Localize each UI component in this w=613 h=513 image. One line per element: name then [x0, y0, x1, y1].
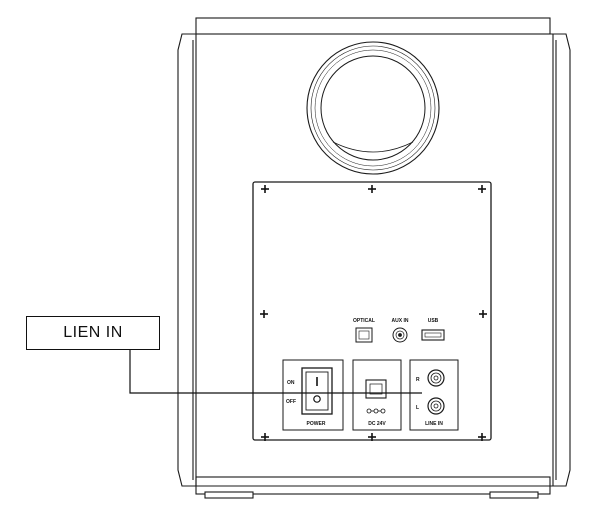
- left-foot: [204, 491, 254, 499]
- screw-icon: [368, 185, 376, 193]
- dc-label: DC 24V: [368, 421, 386, 427]
- line-in-r-label: R: [416, 377, 420, 383]
- usb-label: USB: [428, 318, 439, 324]
- plate-screws: [260, 185, 487, 441]
- screw-icon: [478, 433, 486, 441]
- right-foot: [489, 491, 539, 499]
- cabinet-outline: [177, 33, 571, 487]
- usb-port: [421, 329, 445, 341]
- line-in-callout-label: LIEN IN: [26, 316, 160, 350]
- power-off-label: OFF: [286, 399, 296, 405]
- optical-label: OPTICAL: [353, 318, 375, 324]
- rca-jack-r: [427, 369, 445, 387]
- line-in-l-label: L: [416, 405, 419, 411]
- screw-icon: [261, 185, 269, 193]
- rca-jack-l: [427, 397, 445, 415]
- screw-icon: [478, 185, 486, 193]
- dc-polarity-icon: [366, 408, 386, 414]
- callout-leader-line: [129, 350, 422, 394]
- dc-port-frame: [365, 379, 387, 399]
- power-on-label: ON: [287, 380, 295, 386]
- bass-port: [306, 41, 440, 175]
- screw-icon: [261, 433, 269, 441]
- aux-jack: [392, 327, 408, 343]
- dc-section: [352, 359, 402, 431]
- optical-port: [355, 327, 373, 343]
- aux-label: AUX IN: [392, 318, 409, 324]
- screw-icon: [479, 310, 487, 318]
- power-off-mark: [313, 395, 321, 403]
- dc-port-inner: [369, 383, 383, 395]
- top-cap: [195, 17, 551, 35]
- screw-icon: [260, 310, 268, 318]
- power-section: [282, 359, 344, 431]
- power-title: POWER: [307, 421, 326, 427]
- screw-icon: [368, 433, 376, 441]
- power-switch-frame: [301, 367, 333, 415]
- power-switch-rocker[interactable]: [305, 371, 329, 411]
- line-in-section: [409, 359, 459, 431]
- line-in-title: LINE IN: [425, 421, 443, 427]
